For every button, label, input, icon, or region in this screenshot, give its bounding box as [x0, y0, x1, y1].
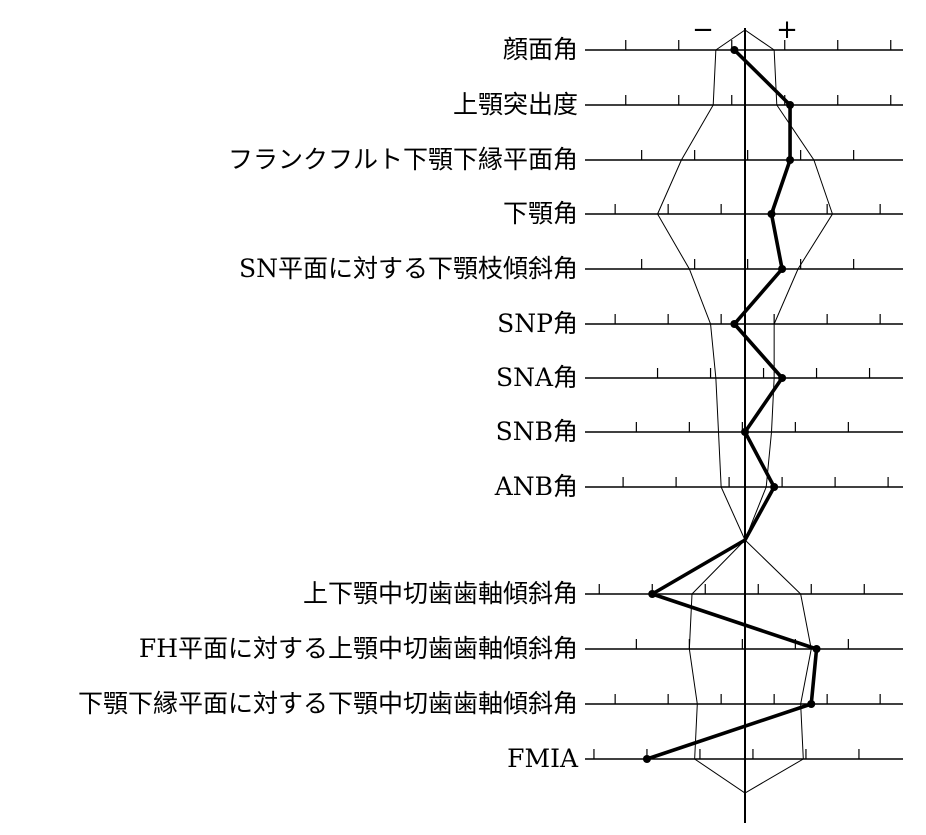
patient-point	[767, 210, 776, 218]
row-label: 上顎突出度	[453, 90, 578, 119]
row-label: SN平面に対する下顎枝傾斜角	[239, 254, 578, 283]
patient-point	[730, 320, 739, 328]
patient-point	[786, 101, 795, 109]
plus-sign: +	[776, 15, 798, 45]
patient-point	[741, 428, 749, 436]
row-label: FMIA	[507, 744, 579, 773]
patient-point	[807, 700, 816, 708]
row-label: ANB角	[494, 472, 578, 501]
patient-point	[812, 645, 821, 653]
patient-point	[778, 374, 787, 382]
row-label: SNA角	[496, 363, 578, 392]
patient-point	[778, 265, 787, 273]
minus-sign: −	[692, 15, 714, 45]
patient-point	[642, 755, 651, 763]
patient-line	[732, 48, 792, 541]
standard-band-outline	[688, 539, 812, 794]
row-ticks	[593, 40, 892, 759]
row-label: 顔面角	[503, 35, 578, 64]
row-label: SNP角	[497, 309, 578, 338]
row-label: 下顎角	[503, 199, 578, 228]
row-label: 上下顎中切歯歯軸傾斜角	[303, 579, 578, 608]
patient-point	[786, 156, 795, 164]
row-label: SNB角	[496, 417, 578, 446]
row-label: フランクフルト下顎下縁平面角	[228, 145, 578, 174]
patient-point	[730, 46, 739, 54]
patient-profile	[642, 46, 821, 763]
patient-point	[648, 590, 657, 598]
row-label: FH平面に対する上顎中切歯歯軸傾斜角	[139, 634, 578, 663]
row-label: 下顎下縁平面に対する下顎中切歯歯軸傾斜角	[78, 689, 578, 718]
patient-point	[770, 483, 779, 491]
